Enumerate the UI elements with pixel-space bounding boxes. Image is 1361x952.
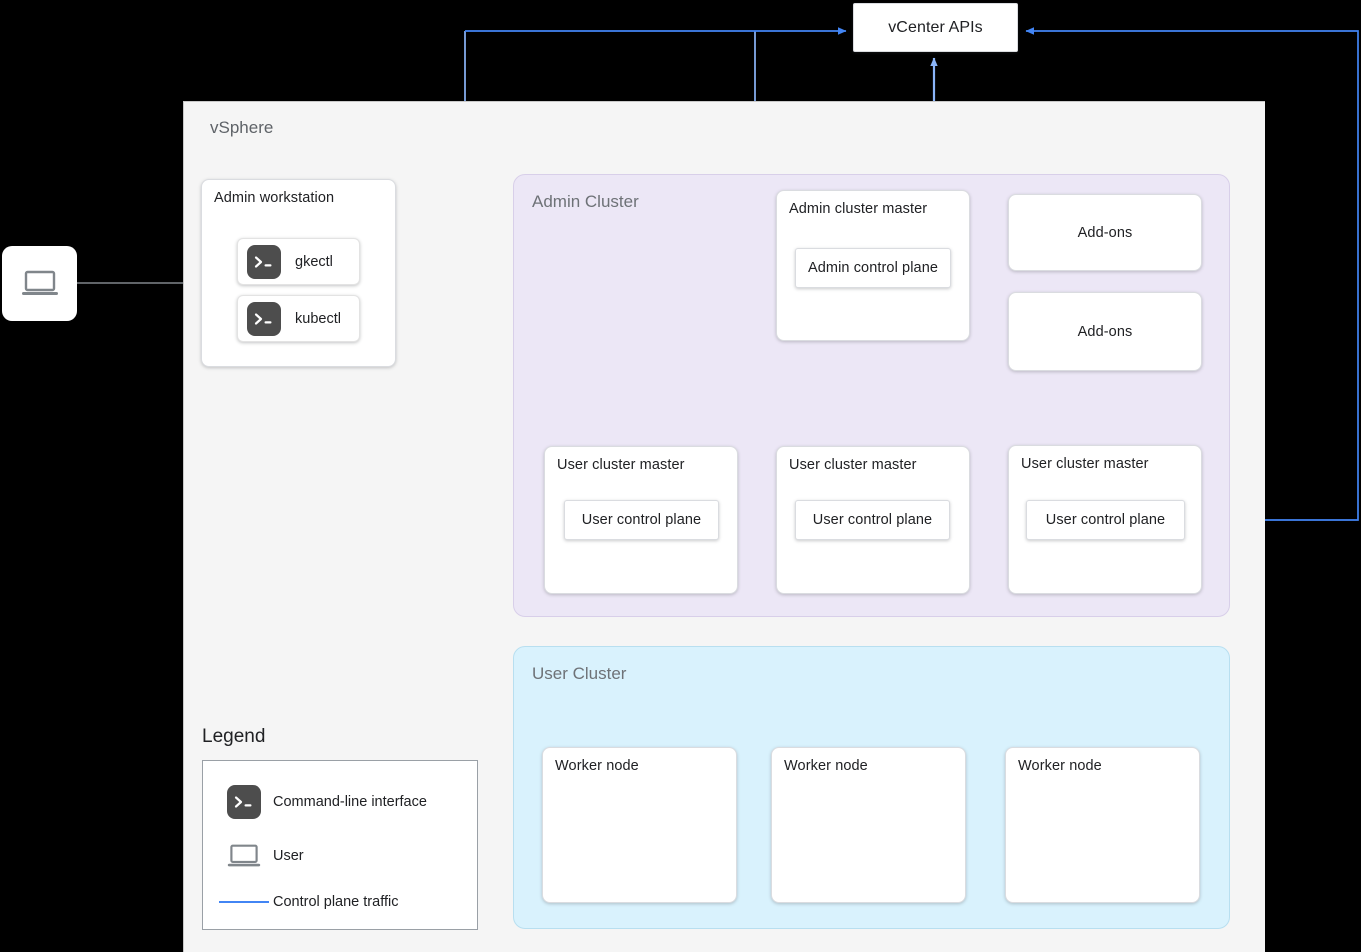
admin-cluster-label: Admin Cluster (532, 192, 639, 211)
terminal-icon (227, 785, 261, 819)
terminal-icon (247, 301, 281, 336)
legend-label-user: User (273, 848, 304, 864)
user-cluster-label: User Cluster (532, 664, 627, 683)
admin-workstation-title: Admin workstation (214, 190, 335, 206)
legend-icon-wrap-user (215, 843, 273, 870)
user-cluster-master-title-2: User cluster master (789, 457, 917, 473)
legend-item-user: User (215, 839, 465, 873)
worker-node-title-3: Worker node (1018, 758, 1102, 774)
legend-item-cli: Command-line interface (215, 779, 465, 825)
legend-box: Command-line interface User Control plan… (202, 760, 478, 930)
worker-node-2[interactable]: Worker node (771, 747, 966, 903)
laptop-icon (20, 269, 60, 299)
cli-chip-gkectl[interactable]: gkectl (237, 238, 360, 285)
line-swatch-icon (219, 901, 269, 903)
cli-label-gkectl: gkectl (295, 253, 333, 270)
worker-node-title-2: Worker node (784, 758, 868, 774)
admin-cluster-master-title: Admin cluster master (789, 201, 928, 217)
worker-node-title-1: Worker node (555, 758, 639, 774)
addons-label-1: Add-ons (1077, 224, 1133, 241)
user-control-plane-node-2[interactable]: User control plane (795, 500, 950, 540)
admin-control-plane-node[interactable]: Admin control plane (795, 248, 951, 288)
user-control-plane-node-3[interactable]: User control plane (1026, 500, 1185, 540)
terminal-icon (247, 244, 281, 279)
addons-node-1[interactable]: Add-ons (1008, 194, 1202, 271)
legend-title: Legend (202, 726, 266, 747)
user-control-plane-node-1[interactable]: User control plane (564, 500, 719, 540)
addons-label-2: Add-ons (1077, 323, 1133, 340)
vcenter-apis-node[interactable]: vCenter APIs (853, 3, 1018, 52)
user-cluster-master-title-1: User cluster master (557, 457, 685, 473)
laptop-icon (226, 843, 262, 870)
edge-user-control-plane-3-to-vcenter (1025, 27, 1359, 521)
addons-node-2[interactable]: Add-ons (1008, 292, 1202, 371)
cli-label-kubectl: kubectl (295, 310, 341, 327)
worker-node-1[interactable]: Worker node (542, 747, 737, 903)
user-control-plane-label-3: User control plane (1045, 512, 1166, 528)
admin-control-plane-label: Admin control plane (807, 260, 939, 276)
user-control-plane-label-1: User control plane (581, 512, 702, 528)
legend-label-control-plane-traffic: Control plane traffic (273, 894, 399, 910)
legend-item-control-plane-traffic: Control plane traffic (215, 889, 465, 915)
vsphere-label: vSphere (210, 118, 274, 137)
cli-chip-kubectl[interactable]: kubectl (237, 295, 360, 342)
user-actor-node[interactable] (2, 246, 77, 321)
worker-node-3[interactable]: Worker node (1005, 747, 1200, 903)
legend-icon-wrap-cli (215, 785, 273, 819)
legend-icon-wrap-line (215, 901, 273, 903)
legend-label-cli: Command-line interface (273, 794, 427, 810)
user-cluster-master-title-3: User cluster master (1021, 456, 1149, 472)
vcenter-apis-label: vCenter APIs (888, 18, 983, 36)
user-control-plane-label-2: User control plane (812, 512, 933, 528)
